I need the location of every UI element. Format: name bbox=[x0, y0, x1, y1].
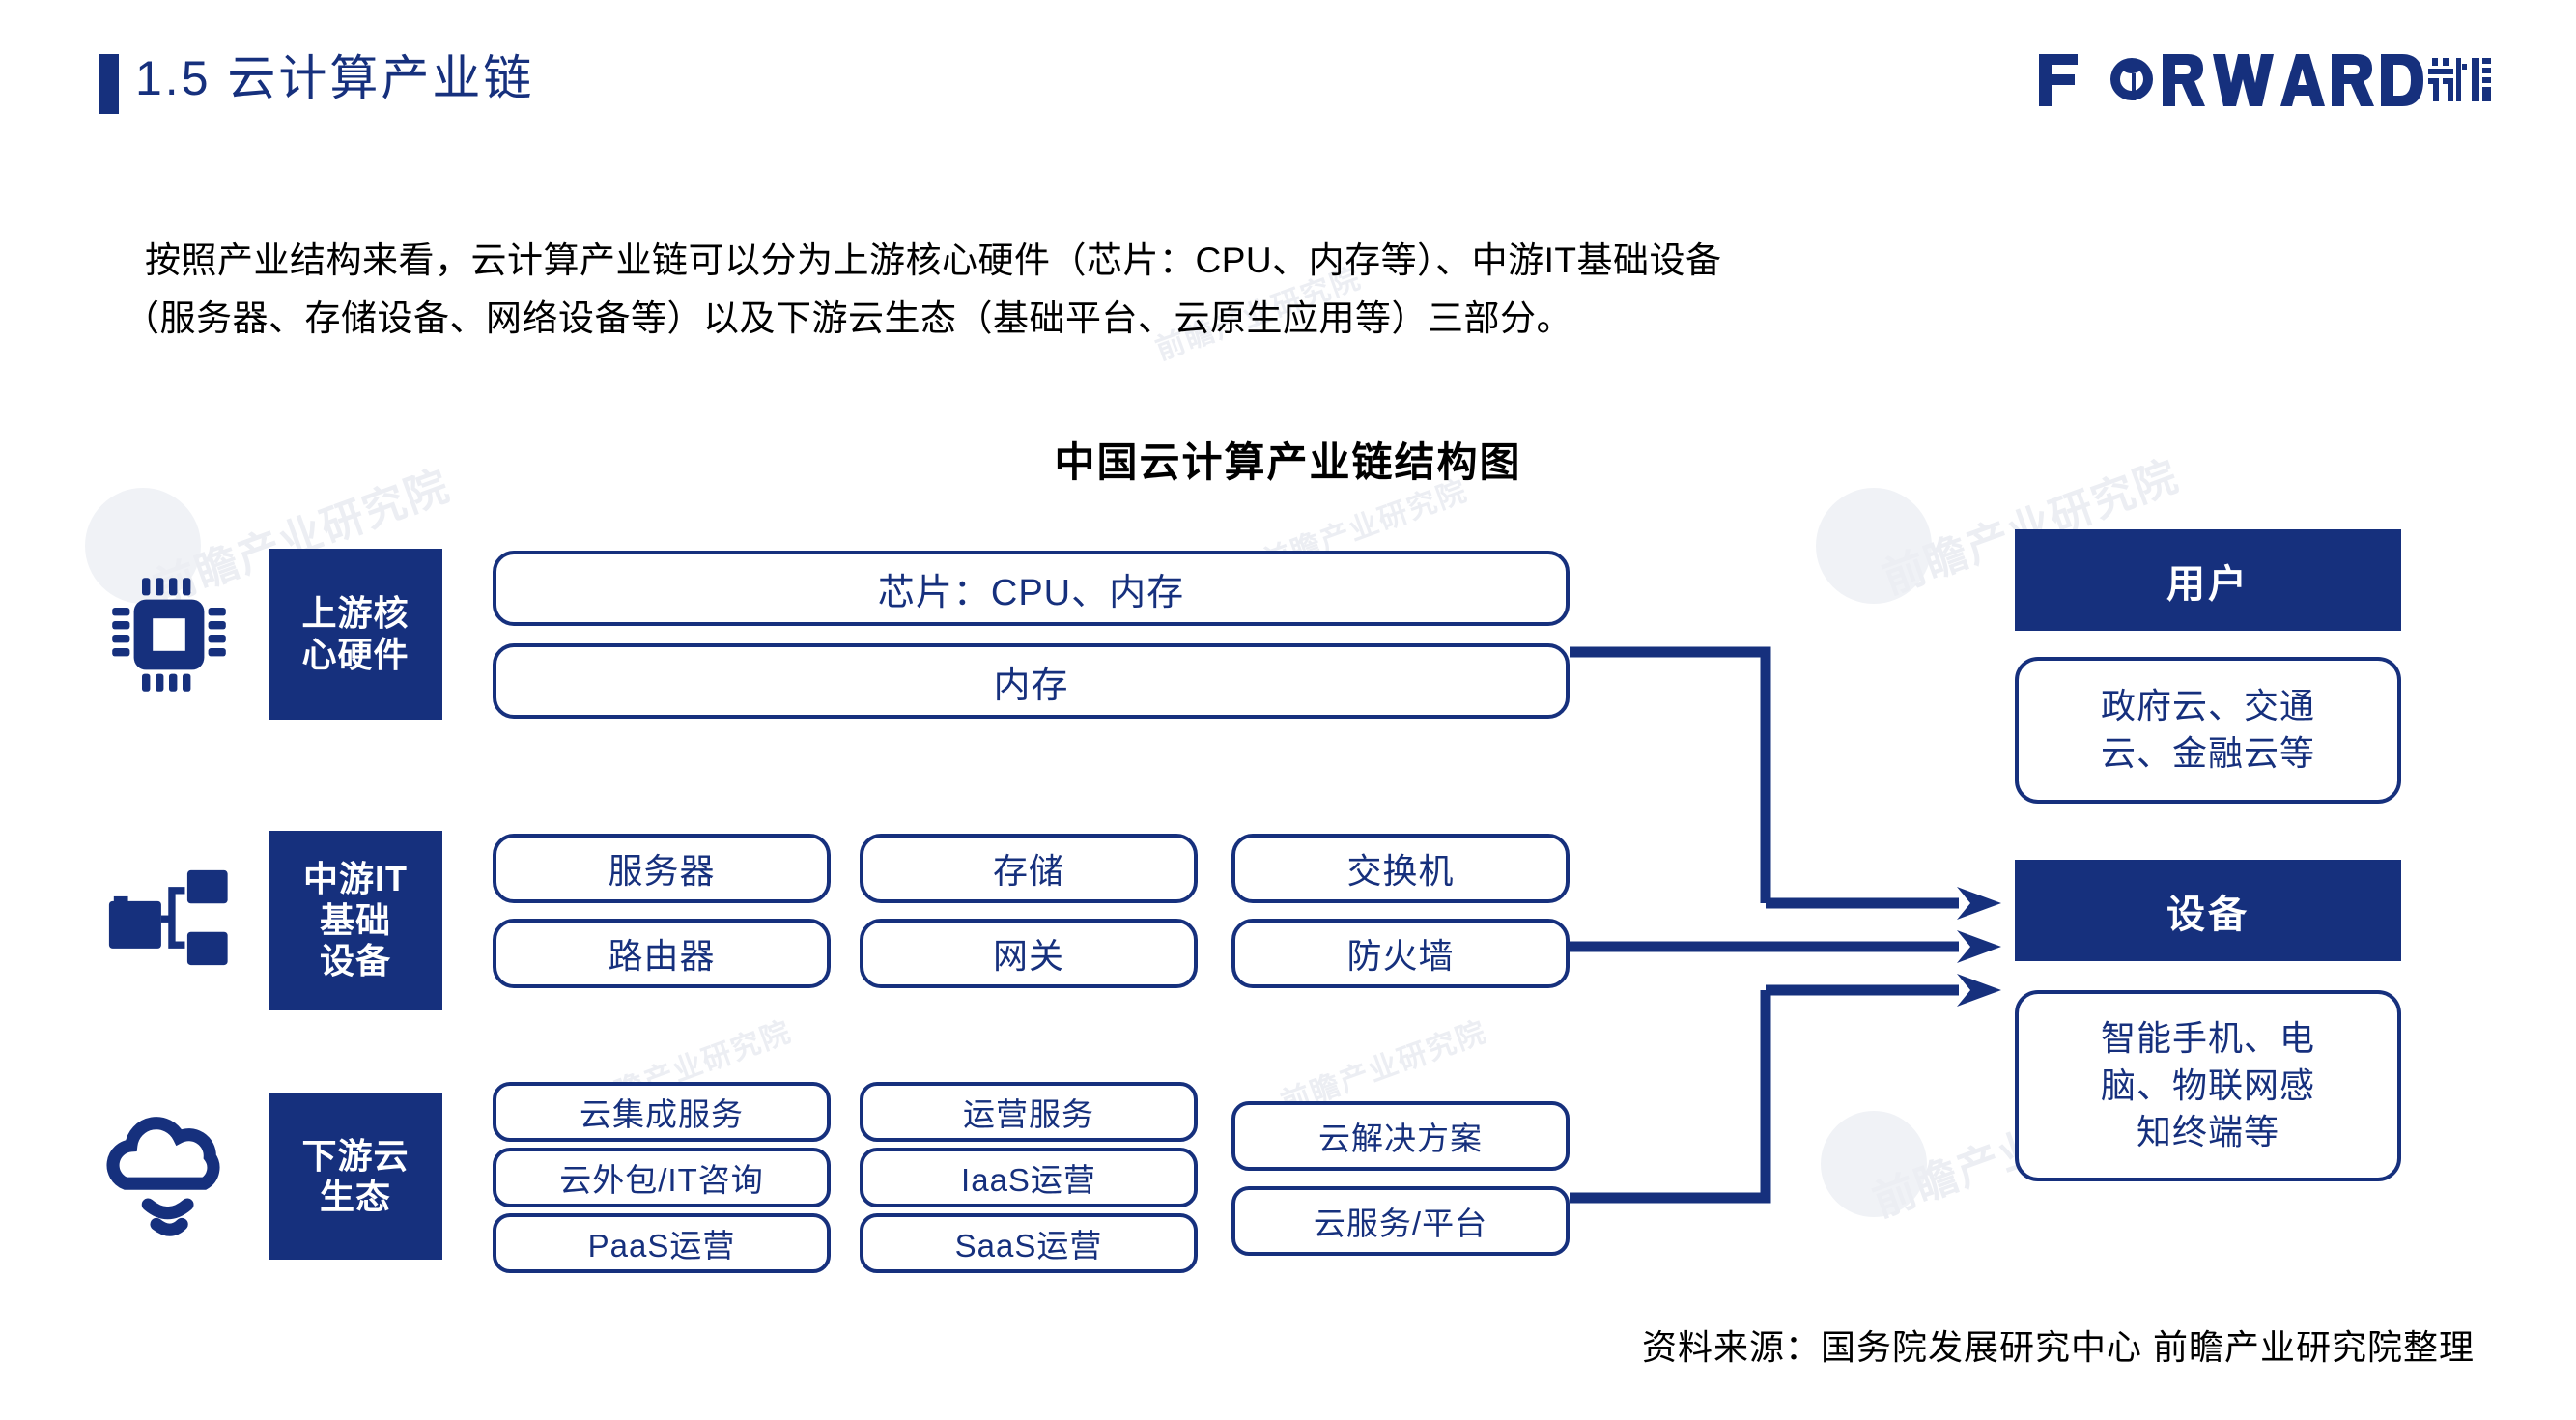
node-label: IaaS运营 bbox=[961, 1162, 1096, 1198]
node-midstream-router[interactable]: 路由器 bbox=[493, 919, 831, 988]
node-midstream-server[interactable]: 服务器 bbox=[493, 834, 831, 903]
node-upstream-memory[interactable]: 内存 bbox=[493, 643, 1570, 719]
node-downstream-cloud-outsourcing[interactable]: 云外包/IT咨询 bbox=[493, 1148, 831, 1207]
forward-logo bbox=[2037, 50, 2491, 110]
node-label: PaaS运营 bbox=[587, 1228, 736, 1264]
title-accent-bar bbox=[99, 54, 119, 114]
node-label: 存储 bbox=[992, 851, 1064, 891]
node-label: 交换机 bbox=[1346, 851, 1455, 891]
watermark-circle bbox=[1821, 1111, 1927, 1217]
node-midstream-switch[interactable]: 交换机 bbox=[1231, 834, 1570, 903]
node-label: 防火墙 bbox=[1346, 936, 1455, 976]
right-block-head-label: 用户 bbox=[2166, 562, 2250, 606]
arrow-head bbox=[1957, 887, 2001, 1007]
intro-line-1: 按照产业结构来看，云计算产业链可以分为上游核心硬件（芯片：CPU、内存等）、中游… bbox=[145, 241, 1722, 280]
segment-label-downstream: 下游云 生态 bbox=[269, 1093, 442, 1260]
node-downstream-saas[interactable]: SaaS运营 bbox=[860, 1213, 1198, 1273]
right-block-head-users: 用户 bbox=[2015, 529, 2401, 631]
right-block-head-label: 设备 bbox=[2166, 893, 2250, 936]
source-note: 资料来源：国务院发展研究中心 前瞻产业研究院整理 bbox=[1641, 1327, 2475, 1367]
industry-chain-diagram: 上游核 心硬件 芯片：CPU、内存 内存 中游IT 基础 设备 bbox=[0, 502, 2576, 1304]
node-label: 运营服务 bbox=[963, 1096, 1094, 1132]
node-downstream-cloud-platform[interactable]: 云服务/平台 bbox=[1231, 1186, 1570, 1256]
node-label: SaaS运营 bbox=[954, 1228, 1103, 1264]
connector-lines bbox=[1570, 646, 2001, 1204]
segment-label-upstream-text: 上游核 心硬件 bbox=[301, 593, 410, 674]
node-midstream-storage[interactable]: 存储 bbox=[860, 834, 1198, 903]
node-label: 路由器 bbox=[608, 936, 716, 976]
node-downstream-operation-service[interactable]: 运营服务 bbox=[860, 1082, 1198, 1142]
intro-paragraph: 按照产业结构来看，云计算产业链可以分为上游核心硬件（芯片：CPU、内存等）、中游… bbox=[124, 232, 2222, 348]
node-downstream-paas[interactable]: PaaS运营 bbox=[493, 1213, 831, 1273]
segment-label-upstream: 上游核 心硬件 bbox=[269, 549, 442, 720]
right-block-head-devices: 设备 bbox=[2015, 860, 2401, 961]
right-block-body-text: 政府云、交通 云、金融云等 bbox=[2100, 686, 2315, 773]
right-block-body-users[interactable]: 政府云、交通 云、金融云等 bbox=[2015, 657, 2401, 804]
node-label: 云解决方案 bbox=[1318, 1121, 1483, 1156]
node-label: 服务器 bbox=[608, 851, 716, 891]
page-title: 1.5 云计算产业链 bbox=[135, 51, 535, 105]
node-upstream-chip[interactable]: 芯片：CPU、内存 bbox=[493, 551, 1570, 626]
segment-label-downstream-text: 下游云 生态 bbox=[301, 1135, 410, 1216]
watermark-circle bbox=[1816, 488, 1932, 604]
network-devices-icon bbox=[97, 845, 241, 990]
node-label: 云外包/IT咨询 bbox=[559, 1162, 764, 1198]
node-midstream-gateway[interactable]: 网关 bbox=[860, 919, 1198, 988]
node-downstream-iaas[interactable]: IaaS运营 bbox=[860, 1148, 1198, 1207]
node-label: 云集成服务 bbox=[580, 1096, 744, 1132]
node-label: 芯片：CPU、内存 bbox=[877, 572, 1185, 613]
node-label: 网关 bbox=[992, 936, 1064, 976]
segment-label-midstream-text: 中游IT 基础 设备 bbox=[303, 859, 408, 981]
cloud-icon bbox=[92, 1101, 251, 1246]
right-block-body-devices[interactable]: 智能手机、电 脑、物联网感 知终端等 bbox=[2015, 990, 2401, 1181]
node-label: 内存 bbox=[993, 665, 1069, 706]
node-midstream-firewall[interactable]: 防火墙 bbox=[1231, 919, 1570, 988]
node-label: 云服务/平台 bbox=[1313, 1206, 1488, 1241]
chart-title: 中国云计算产业链结构图 bbox=[1054, 440, 1522, 485]
node-downstream-cloud-solution[interactable]: 云解决方案 bbox=[1231, 1101, 1570, 1171]
node-downstream-cloud-integration[interactable]: 云集成服务 bbox=[493, 1082, 831, 1142]
intro-line-2: （服务器、存储设备、网络设备等）以及下游云生态（基础平台、云原生应用等）三部分。 bbox=[124, 298, 1572, 338]
segment-label-midstream: 中游IT 基础 设备 bbox=[269, 831, 442, 1010]
right-block-body-text: 智能手机、电 脑、物联网感 知终端等 bbox=[2100, 1018, 2315, 1152]
cpu-chip-icon bbox=[97, 562, 241, 707]
